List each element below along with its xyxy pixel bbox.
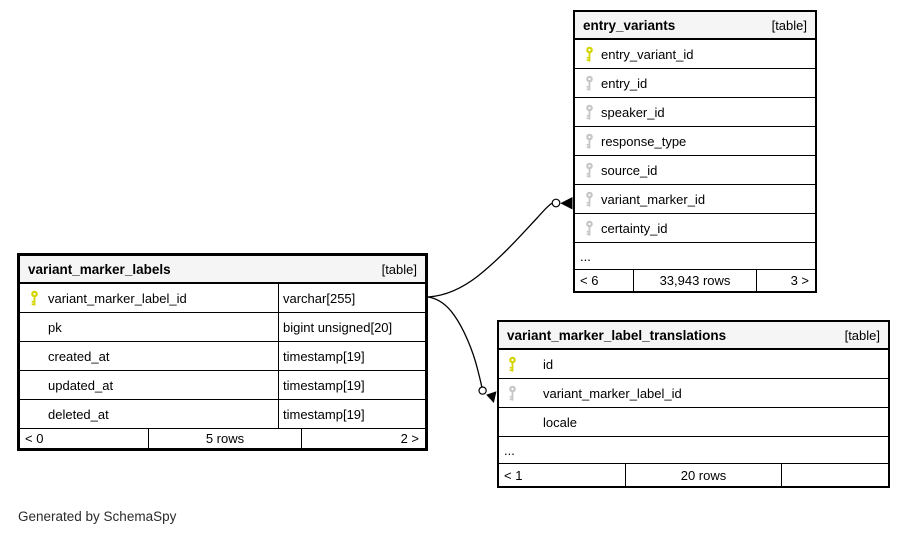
cardinality-circle-translations: [478, 386, 487, 395]
column-row: variant_marker_label_id: [499, 379, 888, 408]
table-footer: < 6 33,943 rows 3 >: [575, 270, 815, 291]
column-row: variant_marker_id: [575, 185, 815, 214]
column-name: created_at: [48, 348, 110, 364]
column-name: pk: [48, 319, 62, 335]
table-name: variant_marker_labels: [28, 261, 171, 277]
footer-parents-count: [782, 464, 888, 486]
column-name: entry_variant_id: [601, 46, 694, 62]
footer-children-count: < 1: [504, 467, 523, 483]
column-type: varchar[255]: [278, 284, 425, 312]
foreign-key-icon: [508, 385, 517, 401]
footer-parents-count: 2 >: [400, 431, 419, 446]
table-name: variant_marker_label_translations: [507, 327, 727, 343]
no-key-placeholder: [30, 319, 39, 335]
table-entry-variants[interactable]: entry_variants [table] entry_variant_id …: [573, 10, 817, 293]
table-footer: < 1 20 rows: [499, 464, 888, 486]
column-type: timestamp[19]: [278, 371, 425, 399]
column-name: variant_marker_label_id: [48, 290, 187, 306]
footer-row-count: 20 rows: [625, 464, 782, 486]
column-name-cell: created_at: [20, 342, 278, 370]
cardinality-circle-entry-variants: [551, 198, 561, 208]
column-row: id: [499, 350, 888, 379]
primary-key-icon: [585, 46, 594, 62]
column-row: response_type: [575, 127, 815, 156]
column-row: source_id: [575, 156, 815, 185]
column-name: source_id: [601, 162, 658, 178]
table-variant-marker-labels[interactable]: variant_marker_labels [table] variant_ma…: [17, 253, 428, 451]
no-key-placeholder: [30, 348, 39, 364]
no-key-placeholder: [508, 414, 517, 430]
relationship-line-to-entry-variants: [427, 202, 553, 298]
ellipsis-row: ...: [499, 437, 888, 464]
foreign-key-icon: [585, 133, 594, 149]
column-name: response_type: [601, 133, 687, 149]
column-row: variant_marker_label_id varchar[255]: [20, 284, 425, 313]
column-row: pk bigint unsigned[20]: [20, 313, 425, 342]
foreign-key-icon: [585, 220, 594, 236]
column-row: locale: [499, 408, 888, 437]
footer-children-count: < 0: [25, 431, 44, 446]
column-name-cell: deleted_at: [20, 400, 278, 428]
arrowhead-entry-variants: [560, 197, 573, 210]
column-name-cell: pk: [20, 313, 278, 341]
column-row: certainty_id: [575, 214, 815, 243]
table-name: entry_variants: [583, 17, 676, 33]
column-row: speaker_id: [575, 98, 815, 127]
column-name: updated_at: [48, 377, 114, 393]
column-row: updated_at timestamp[19]: [20, 371, 425, 400]
column-name: certainty_id: [601, 220, 668, 236]
column-row: deleted_at timestamp[19]: [20, 400, 425, 429]
column-row: created_at timestamp[19]: [20, 342, 425, 371]
column-type: timestamp[19]: [278, 342, 425, 370]
foreign-key-icon: [585, 75, 594, 91]
table-header: entry_variants [table]: [575, 12, 815, 40]
arrowhead-translations: [486, 391, 497, 403]
primary-key-icon: [30, 290, 39, 306]
table-type-tag: [table]: [771, 17, 807, 33]
footer-children-count: < 6: [580, 273, 599, 288]
foreign-key-icon: [585, 104, 594, 120]
foreign-key-icon: [585, 162, 594, 178]
column-name-cell: updated_at: [20, 371, 278, 399]
table-variant-marker-label-translations[interactable]: variant_marker_label_translations [table…: [497, 320, 890, 488]
column-row: entry_variant_id: [575, 40, 815, 69]
relationship-line-to-translations: [427, 296, 483, 388]
column-row: entry_id: [575, 69, 815, 98]
column-name: entry_id: [601, 75, 648, 91]
table-type-tag: [table]: [844, 327, 880, 343]
primary-key-icon: [508, 356, 517, 372]
no-key-placeholder: [30, 406, 39, 422]
column-name: variant_marker_id: [601, 191, 706, 207]
foreign-key-icon: [585, 191, 594, 207]
column-name: variant_marker_label_id: [543, 385, 682, 401]
no-key-placeholder: [30, 377, 39, 393]
footer-row-count: 5 rows: [148, 429, 302, 448]
table-header: variant_marker_labels [table]: [20, 256, 425, 284]
column-name: deleted_at: [48, 406, 109, 422]
table-header: variant_marker_label_translations [table…: [499, 322, 888, 350]
table-footer: < 0 5 rows 2 >: [20, 429, 425, 448]
table-type-tag: [table]: [381, 261, 417, 277]
column-name: speaker_id: [601, 104, 665, 120]
footer-parents-count: 3 >: [790, 273, 809, 288]
ellipsis-row: ...: [575, 243, 815, 270]
column-type: bigint unsigned[20]: [278, 313, 425, 341]
generator-credit: Generated by SchemaSpy: [18, 509, 177, 524]
column-name: id: [543, 356, 554, 372]
column-name-cell: variant_marker_label_id: [20, 284, 278, 312]
column-type: timestamp[19]: [278, 400, 425, 428]
column-name: locale: [543, 414, 577, 430]
footer-row-count: 33,943 rows: [633, 270, 757, 291]
